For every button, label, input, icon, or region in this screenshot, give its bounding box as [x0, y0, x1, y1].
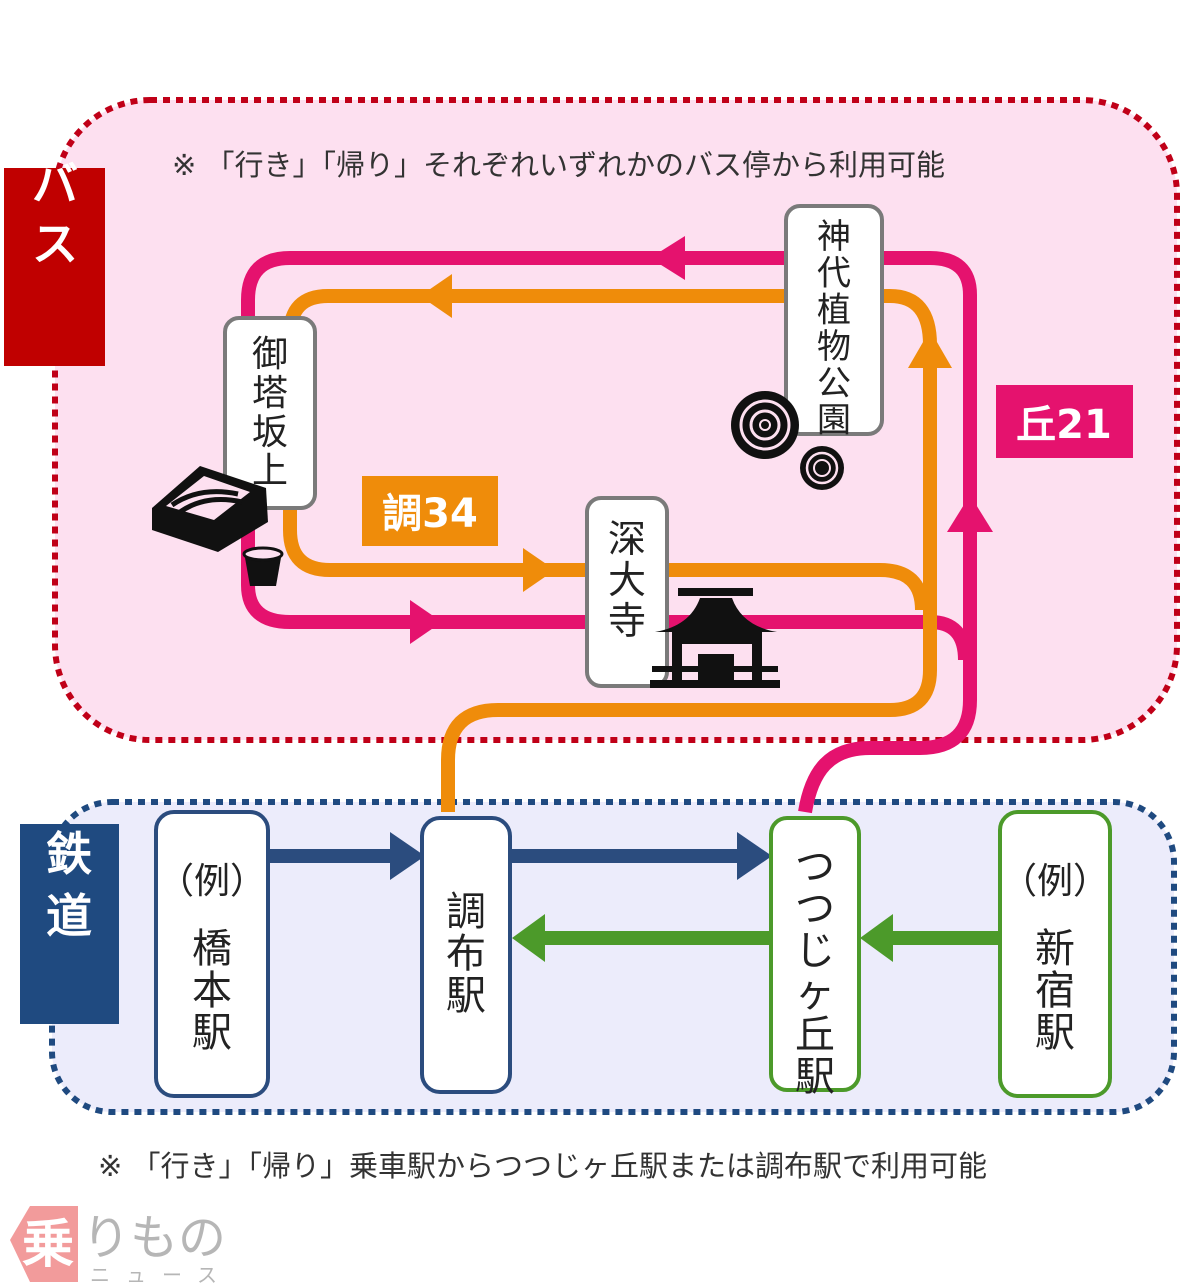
soba-icon: [152, 466, 284, 586]
svg-text:（例）: （例）: [158, 861, 266, 902]
station-hashimoto[interactable]: （例） 橋本駅: [154, 810, 270, 1098]
station-chofu[interactable]: 調布駅: [420, 816, 512, 1094]
svg-text:乗: 乗: [22, 1215, 74, 1275]
temple-icon: [650, 588, 780, 688]
arrow-rail-inbound-1-icon: [512, 914, 545, 962]
rail-note: ※ 「行き」「帰り」乗車駅からつつじヶ丘駅または調布駅で利用可能: [98, 1149, 987, 1183]
rail-section-label: 鉄道: [20, 824, 119, 1024]
svg-text:調布駅: 調布駅: [446, 889, 486, 1019]
svg-text:新宿駅: 新宿駅: [1035, 926, 1075, 1056]
rail-region: [49, 799, 1177, 1115]
arrow-rail-outbound-1-icon: [390, 832, 425, 880]
arrow-cho34-north-icon: [908, 330, 952, 368]
bus-section-label: バス: [4, 157, 105, 366]
bus-stop-mitosaka[interactable]: 御塔坂上: [223, 316, 317, 510]
arrow-cho34-west-icon: [420, 274, 452, 318]
watermark-logo: 乗 りもの ニュース: [10, 1206, 233, 1286]
svg-text:（例）: （例）: [1001, 861, 1109, 902]
arrow-rail-outbound-2-icon: [737, 832, 772, 880]
rail-label-text: 鉄道: [46, 827, 92, 943]
svg-text:橋本駅: 橋本駅: [192, 926, 232, 1056]
svg-text:つつじヶ丘駅: つつじヶ丘駅: [795, 844, 835, 1100]
svg-text:りもの: りもの: [82, 1210, 226, 1266]
svg-text:神代植物公園: 神代植物公園: [817, 217, 851, 441]
svg-text:深大寺: 深大寺: [608, 517, 646, 643]
arrow-cho34-east-icon: [523, 548, 555, 592]
route-badge-cho34: 調34: [362, 476, 498, 546]
bus-note: ※ 「行き」「帰り」それぞれいずれかのバス停から利用可能: [172, 148, 945, 182]
bus-stop-jindai[interactable]: 神代植物公園: [784, 204, 884, 441]
arrow-oka21-north-icon: [947, 495, 993, 532]
rose-icon: [731, 391, 799, 459]
route-line-cho34: [283, 289, 937, 812]
arrow-rail-inbound-2-icon: [860, 914, 893, 962]
arrow-oka21-east-icon: [410, 600, 442, 644]
bus-stop-jindaiji[interactable]: 深大寺: [585, 496, 669, 688]
station-shinjuku[interactable]: （例） 新宿駅: [998, 810, 1112, 1098]
rose-small-icon: [800, 446, 844, 490]
station-tsutsujigaoka[interactable]: つつじヶ丘駅: [769, 816, 861, 1100]
route-line-oka21: [241, 251, 977, 814]
bus-label-text: バス: [32, 157, 78, 271]
svg-text:丘21: 丘21: [1016, 402, 1112, 448]
arrow-oka21-west-icon: [650, 236, 685, 280]
svg-text:調34: 調34: [382, 491, 478, 537]
svg-text:ニュース: ニュース: [90, 1263, 233, 1286]
route-badge-oka21: 丘21: [996, 385, 1133, 458]
svg-text:御塔坂上: 御塔坂上: [252, 334, 288, 492]
